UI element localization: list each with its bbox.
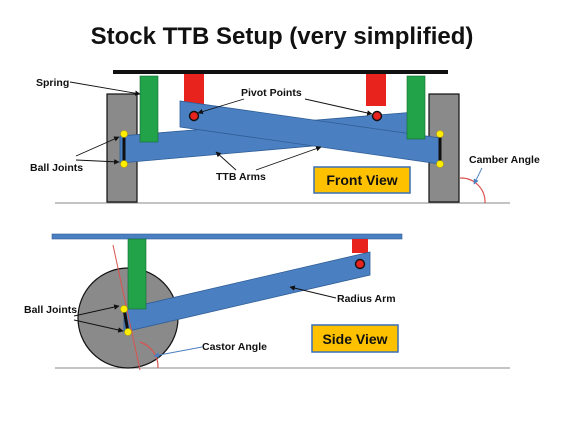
front-bj-leader-upper bbox=[75, 136, 120, 157]
ttb-leader-left bbox=[215, 151, 237, 171]
spring-label: Spring bbox=[36, 77, 69, 89]
front-left-upper-ball-joint bbox=[120, 130, 128, 138]
front-right-lower-ball-joint bbox=[436, 160, 444, 168]
right-pivot-point bbox=[371, 110, 383, 122]
radius-arm-mount bbox=[352, 239, 368, 253]
left-spring bbox=[139, 75, 159, 143]
front-view: Spring Pivot Points Ball Joints TTB Arms… bbox=[30, 70, 540, 204]
ttb-leader-right bbox=[255, 146, 322, 171]
castor-angle-arc bbox=[139, 341, 159, 369]
radius-arm-leader bbox=[289, 285, 337, 299]
diagram-title: Stock TTB Setup (very simplified) bbox=[91, 23, 474, 50]
pivot-points-label: Pivot Points bbox=[241, 87, 302, 99]
front-left-lower-ball-joint bbox=[120, 160, 128, 168]
side-lower-ball-joint bbox=[124, 328, 132, 336]
right-spring bbox=[406, 75, 426, 140]
side-ball-joints-label: Ball Joints bbox=[24, 304, 77, 316]
side-view-box bbox=[311, 324, 399, 353]
left-pivot-point bbox=[188, 110, 200, 122]
left-pivot-mount bbox=[184, 74, 204, 106]
castor-leader bbox=[153, 346, 203, 358]
side-view: Ball Joints Radius Arm Castor Angle Side… bbox=[24, 233, 510, 371]
pivot-leader-right bbox=[304, 98, 373, 116]
front-right-upper-ball-joint bbox=[436, 130, 444, 138]
front-view-box bbox=[313, 166, 411, 194]
side-view-label: Side View bbox=[322, 331, 387, 347]
castor-angle-label: Castor Angle bbox=[202, 341, 267, 353]
ttb-arms-label: TTB Arms bbox=[216, 171, 266, 183]
right-pivot-mount bbox=[366, 74, 386, 106]
radius-arm bbox=[123, 251, 371, 333]
camber-leader bbox=[473, 167, 483, 185]
front-bj-leader-lower bbox=[75, 159, 120, 165]
side-frame-rail bbox=[51, 233, 403, 240]
camber-angle-arc bbox=[459, 177, 486, 204]
side-king-pin bbox=[122, 308, 130, 333]
camber-angle-label: Camber Angle bbox=[469, 154, 540, 166]
side-bj-leader-upper bbox=[73, 304, 120, 317]
front-view-label: Front View bbox=[326, 172, 397, 188]
spring-leader bbox=[69, 81, 141, 96]
side-bj-leader-lower bbox=[73, 319, 124, 333]
front-frame-rail bbox=[113, 70, 448, 74]
radius-arm-label: Radius Arm bbox=[337, 293, 396, 305]
radius-arm-pivot bbox=[354, 258, 366, 270]
pivot-leader-left bbox=[197, 98, 245, 115]
side-spring bbox=[127, 238, 147, 310]
side-upper-ball-joint bbox=[120, 305, 128, 313]
front-ball-joints-label: Ball Joints bbox=[30, 162, 83, 174]
